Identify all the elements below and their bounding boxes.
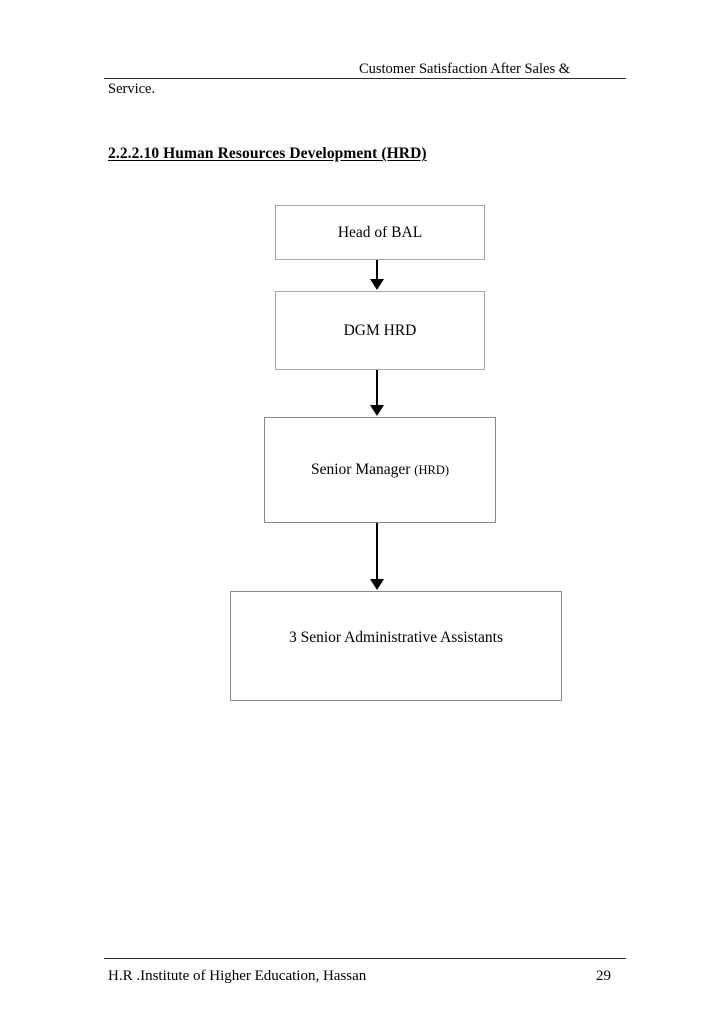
- org-node-admin-assistants: 3 Senior Administrative Assistants: [230, 591, 562, 701]
- org-connector-2: [370, 370, 384, 417]
- org-node-label: DGM HRD: [343, 321, 417, 339]
- org-node-dgm-hrd: DGM HRD: [275, 291, 485, 370]
- header-title-continuation: Service.: [108, 81, 156, 97]
- org-node-label: Senior Manager (HRD): [311, 461, 449, 479]
- page-footer: H.R .Institute of Higher Education, Hass…: [0, 958, 728, 1008]
- arrow-down-icon: [370, 279, 384, 290]
- arrow-down-icon: [370, 405, 384, 416]
- org-node-head-of-bal: Head of BAL: [275, 205, 485, 260]
- org-connector-1: [370, 260, 384, 291]
- connector-line: [376, 370, 378, 406]
- footer-page-number: 29: [596, 968, 611, 984]
- org-node-label-main: Senior Manager: [310, 461, 415, 478]
- section-heading: 2.2.2.10 Human Resources Development (HR…: [108, 145, 427, 162]
- org-node-label-qualifier: (HRD): [414, 463, 450, 477]
- org-node-label: Head of BAL: [337, 223, 423, 241]
- connector-line: [376, 260, 378, 280]
- org-connector-3: [370, 523, 384, 591]
- footer-divider: [104, 958, 626, 959]
- header-title: Customer Satisfaction After Sales &: [358, 61, 570, 77]
- connector-line: [376, 523, 378, 580]
- footer-institution: H.R .Institute of Higher Education, Hass…: [108, 968, 367, 984]
- org-node-label: 3 Senior Administrative Assistants: [289, 629, 503, 646]
- header-divider: [104, 78, 626, 79]
- page-header: Customer Satisfaction After Sales & Serv…: [0, 0, 728, 110]
- arrow-down-icon: [370, 579, 384, 590]
- org-node-senior-manager: Senior Manager (HRD): [264, 417, 496, 523]
